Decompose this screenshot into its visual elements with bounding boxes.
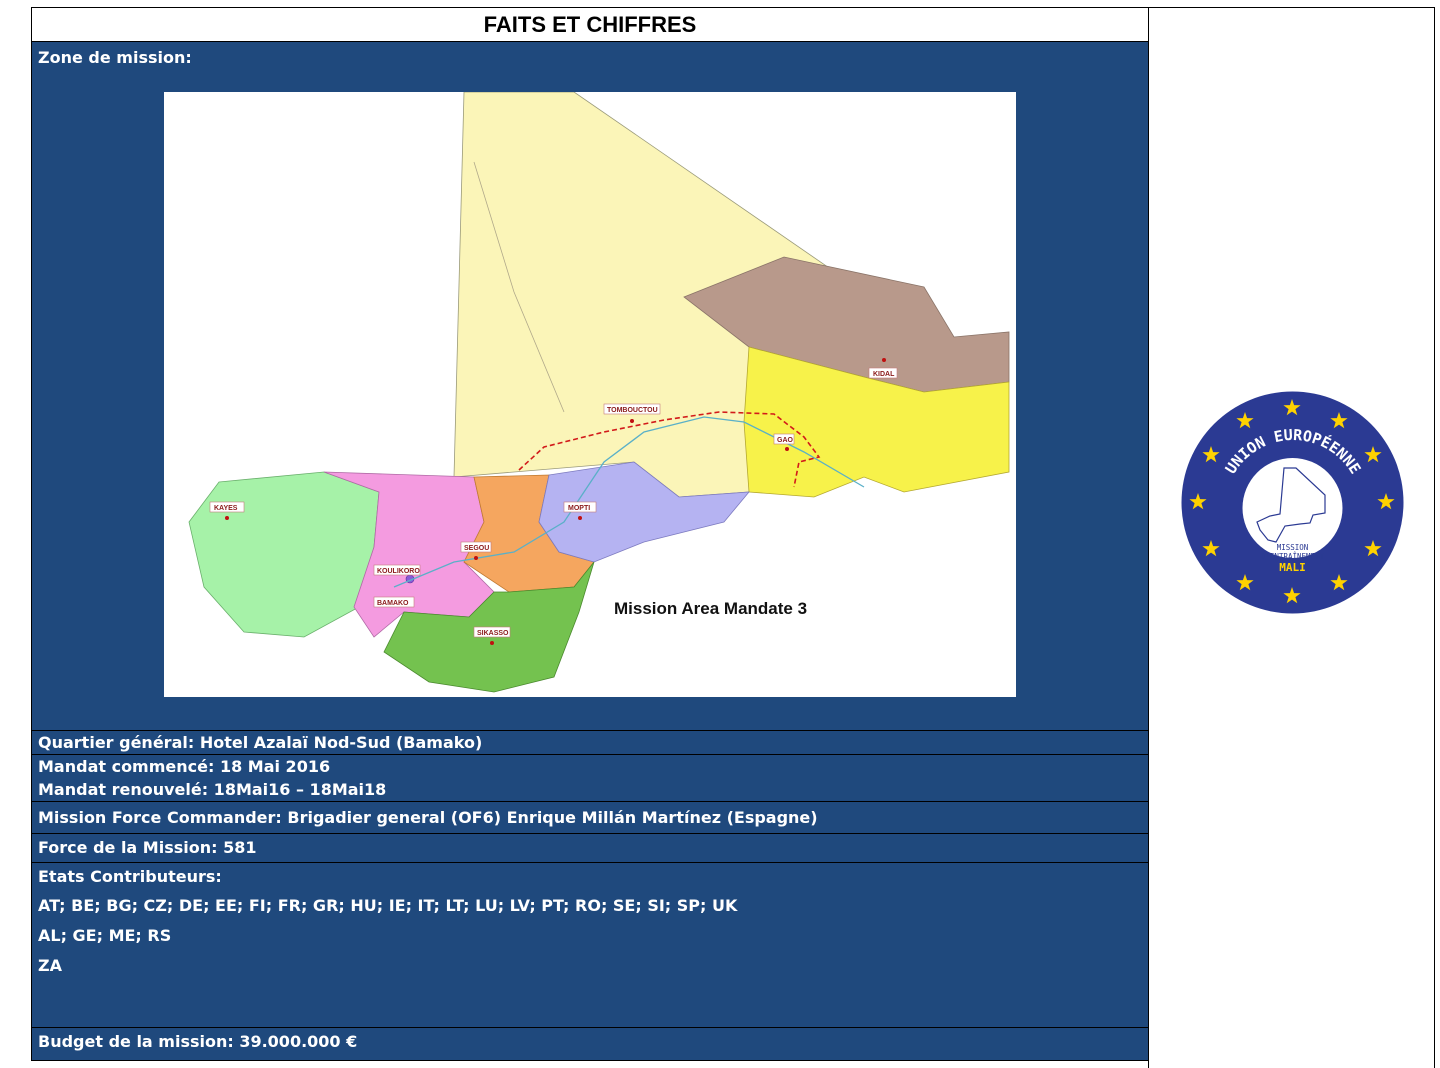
etats-eu-list: AT; BE; BG; CZ; DE; EE; FI; FR; GR; HU; … (38, 896, 738, 915)
mission-boundary-line (518, 411, 821, 488)
map-svg: KAYES KOULIKORO BAMAKO SEGOU (188, 92, 1010, 693)
city-label-segou: SEGOU (460, 541, 492, 560)
city-label-kidal: KIDAL (868, 358, 898, 379)
svg-text:KOULIKORO: KOULIKORO (377, 568, 420, 575)
logo-svg: UNION EUROPÉENNE MISSION D'ENTRAÎNEMENT … (1181, 391, 1404, 614)
mandat-renouvele-text: Mandat renouvelé: 18Mai16 – 18Mai18 (38, 780, 387, 799)
row-commander: Mission Force Commander: Brigadier gener… (31, 801, 1149, 834)
row-force: Force de la Mission: 581 (31, 833, 1149, 863)
quartier-text: Quartier général: Hotel Azalaï Nod-Sud (… (38, 733, 483, 752)
zone-label: Zone de mission: (38, 48, 192, 67)
mission-area-map: KAYES KOULIKORO BAMAKO SEGOU (164, 92, 1016, 697)
row-mandat: Mandat commencé: 18 Mai 2016 Mandat reno… (31, 754, 1149, 802)
city-label-mopti: MOPTI (563, 501, 597, 520)
svg-text:KAYES: KAYES (214, 505, 238, 512)
svg-text:TOMBOUCTOU: TOMBOUCTOU (607, 407, 658, 414)
city-label-kayes: KAYES (209, 501, 245, 520)
city-label-bamako: BAMAKO (373, 596, 415, 608)
city-label-koulikoro: KOULIKORO (373, 564, 420, 576)
svg-text:KIDAL: KIDAL (873, 371, 895, 378)
svg-text:MOPTI: MOPTI (568, 505, 590, 512)
row-budget: Budget de la mission: 39.000.000 € (31, 1027, 1149, 1061)
map-caption: Mission Area Mandate 3 (614, 599, 807, 618)
mali-outline-icon (1256, 467, 1326, 543)
budget-text: Budget de la mission: 39.000.000 € (38, 1032, 358, 1051)
page-title: FAITS ET CHIFFRES (31, 7, 1149, 42)
svg-text:SIKASSO: SIKASSO (477, 630, 509, 637)
mission-zone-panel: Zone de mission: (31, 41, 1149, 731)
svg-text:SEGOU: SEGOU (464, 545, 489, 552)
region-kayes (188, 471, 380, 638)
svg-text:GAO: GAO (777, 437, 794, 444)
etats-non-eu-list: AL; GE; ME; RS (38, 926, 172, 945)
logo-text-entrainement: D'ENTRAÎNEMENT (1261, 552, 1325, 561)
mandat-commence-text: Mandat commencé: 18 Mai 2016 (38, 757, 331, 776)
logo-text-mali: MALI (1279, 561, 1306, 574)
svg-text:BAMAKO: BAMAKO (377, 600, 409, 607)
row-quartier: Quartier général: Hotel Azalaï Nod-Sud (… (31, 730, 1149, 755)
commander-text: Mission Force Commander: Brigadier gener… (38, 808, 818, 827)
etats-other-list: ZA (38, 956, 62, 975)
region-mopti (538, 461, 750, 563)
eutm-mali-logo: UNION EUROPÉENNE MISSION D'ENTRAÎNEMENT … (1180, 390, 1405, 615)
city-label-gao: GAO (773, 433, 795, 451)
city-label-tombouctou: TOMBOUCTOU (603, 403, 661, 423)
city-label-sikasso: SIKASSO (473, 626, 511, 645)
row-etats: Etats Contributeurs: AT; BE; BG; CZ; DE;… (31, 862, 1149, 1028)
force-text: Force de la Mission: 581 (38, 838, 257, 857)
logo-text-mission: MISSION (1277, 543, 1309, 552)
etats-label: Etats Contributeurs: (38, 867, 222, 886)
